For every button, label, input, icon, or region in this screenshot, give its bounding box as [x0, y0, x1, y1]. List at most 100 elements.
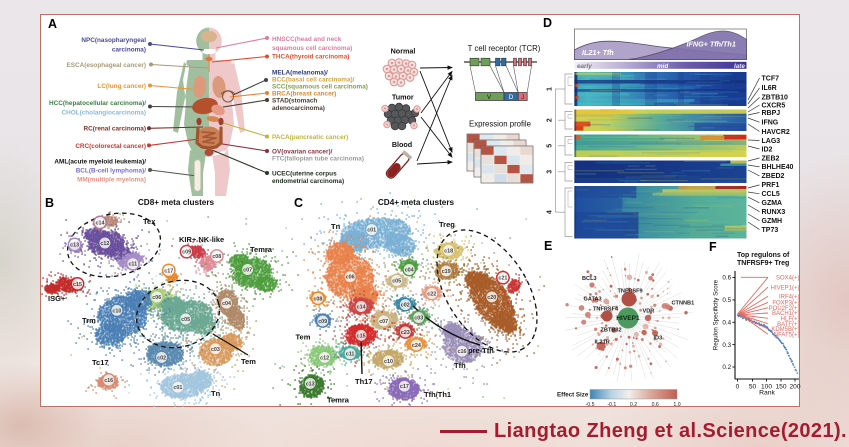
- svg-text:early: early: [577, 63, 592, 70]
- svg-text:KDM5B(+): KDM5B(+): [771, 327, 799, 333]
- svg-text:mid: mid: [657, 63, 668, 70]
- svg-text:squamous cell carcinoma): squamous cell carcinoma): [272, 45, 352, 52]
- svg-text:NFAT5(+): NFAT5(+): [774, 333, 800, 339]
- svg-text:endometrial carcinoma): endometrial carcinoma): [272, 178, 344, 185]
- svg-text:-0.1: -0.1: [607, 402, 616, 408]
- svg-text:Normal: Normal: [391, 47, 416, 56]
- svg-text:c15: c15: [357, 333, 366, 339]
- svg-text:B: B: [45, 196, 54, 210]
- svg-text:ISG+: ISG+: [48, 294, 66, 303]
- svg-text:RUNX3: RUNX3: [762, 209, 786, 216]
- svg-text:Tem: Tem: [296, 333, 311, 342]
- svg-text:A: A: [48, 17, 57, 31]
- svg-text:RC(renal carcinoma): RC(renal carcinoma): [83, 126, 146, 133]
- svg-text:c07: c07: [379, 319, 388, 325]
- svg-text:c16: c16: [458, 349, 467, 355]
- svg-text:c09: c09: [318, 319, 327, 325]
- svg-text:c13: c13: [70, 243, 79, 249]
- svg-text:0.2: 0.2: [722, 364, 731, 371]
- svg-text:c22: c22: [427, 292, 436, 298]
- svg-text:Effect Size: Effect Size: [557, 392, 589, 399]
- svg-text:Tex: Tex: [143, 217, 156, 226]
- svg-text:Trm: Trm: [82, 316, 96, 325]
- svg-text:ESCA(esophageal cancer): ESCA(esophageal cancer): [66, 62, 146, 69]
- svg-text:IL6R: IL6R: [762, 85, 777, 92]
- svg-text:c02: c02: [157, 355, 166, 361]
- svg-text:c01: c01: [367, 228, 376, 234]
- svg-text:HIVEP1(+): HIVEP1(+): [771, 285, 800, 291]
- svg-text:J: J: [521, 94, 524, 101]
- svg-text:BACH1(+): BACH1(+): [772, 311, 800, 317]
- svg-text:0.3: 0.3: [722, 342, 731, 349]
- svg-text:Temra: Temra: [250, 245, 273, 254]
- svg-text:IL21R: IL21R: [595, 340, 610, 346]
- svg-text:0.4: 0.4: [722, 320, 731, 327]
- svg-text:c23: c23: [401, 330, 410, 336]
- svg-text:SOX4(+): SOX4(+): [776, 276, 800, 282]
- svg-text:HAVCR2: HAVCR2: [762, 129, 790, 136]
- svg-text:NPC(nasopharyngeal: NPC(nasopharyngeal: [81, 37, 146, 44]
- svg-text:c04: c04: [222, 301, 231, 307]
- svg-text:TP73: TP73: [762, 227, 779, 234]
- svg-text:GATA3: GATA3: [584, 297, 602, 303]
- svg-text:CRC(colorectal cancer): CRC(colorectal cancer): [75, 143, 146, 150]
- svg-text:CD8+ meta clusters: CD8+ meta clusters: [138, 198, 215, 207]
- svg-text:MM(multiple myeloma): MM(multiple myeloma): [77, 177, 146, 184]
- svg-text:c13: c13: [306, 381, 315, 387]
- svg-text:150: 150: [775, 384, 786, 391]
- svg-text:Tn: Tn: [331, 222, 341, 231]
- svg-text:c14: c14: [96, 220, 105, 226]
- svg-text:c16: c16: [104, 378, 113, 384]
- svg-text:HLF(+): HLF(+): [781, 317, 800, 323]
- svg-text:c15: c15: [73, 282, 82, 288]
- svg-text:Regulon Specificity Score: Regulon Specificity Score: [713, 279, 720, 350]
- svg-text:D: D: [543, 16, 552, 30]
- svg-text:C: C: [294, 196, 303, 210]
- svg-text:adenocarcinoma): adenocarcinoma): [272, 105, 325, 112]
- svg-text:ZBTB32: ZBTB32: [601, 328, 622, 334]
- svg-text:TNFRSF9: TNFRSF9: [618, 289, 643, 295]
- svg-text:LAG3: LAG3: [762, 138, 781, 145]
- svg-text:Tfh/Th1: Tfh/Th1: [424, 390, 451, 399]
- svg-text:c11: c11: [346, 352, 355, 358]
- svg-text:ZEB2: ZEB2: [762, 155, 780, 162]
- svg-text:IRF4(+): IRF4(+): [779, 295, 800, 301]
- svg-text:c12: c12: [320, 355, 329, 361]
- svg-text:V: V: [487, 94, 492, 101]
- svg-text:UCEC(uterine corpus: UCEC(uterine corpus: [272, 171, 337, 178]
- svg-text:ID2: ID2: [762, 146, 773, 153]
- svg-text:c17: c17: [400, 384, 409, 390]
- svg-text:4: 4: [547, 210, 554, 214]
- svg-text:c11: c11: [128, 262, 137, 268]
- svg-text:THCA(thyroid carcinoma): THCA(thyroid carcinoma): [272, 54, 349, 61]
- svg-text:2: 2: [547, 118, 554, 122]
- svg-text:SCC(squamous cell carcinoma): SCC(squamous cell carcinoma): [272, 84, 368, 91]
- svg-text:c08: c08: [212, 254, 221, 260]
- svg-text:0.6: 0.6: [722, 275, 731, 282]
- svg-text:CCL5: CCL5: [762, 191, 780, 198]
- svg-text:AML(acute myeloid leukemia)/: AML(acute myeloid leukemia)/: [54, 159, 146, 166]
- svg-text:c21: c21: [498, 276, 507, 282]
- svg-text:CD4+ meta clusters: CD4+ meta clusters: [378, 198, 455, 207]
- svg-text:MELA(melanoma)/: MELA(melanoma)/: [272, 70, 328, 77]
- svg-text:0.2: 0.2: [630, 402, 637, 408]
- svg-text:3: 3: [547, 170, 554, 174]
- svg-text:GZMH: GZMH: [762, 218, 783, 225]
- svg-text:c10: c10: [384, 359, 393, 365]
- svg-text:PACA(pancreatic cancer): PACA(pancreatic cancer): [272, 134, 348, 141]
- svg-text:CTNNB1: CTNNB1: [672, 301, 695, 307]
- svg-text:c05: c05: [181, 317, 190, 323]
- svg-text:T cell receptor (TCR): T cell receptor (TCR): [468, 44, 541, 53]
- svg-text:Temra: Temra: [327, 396, 350, 405]
- svg-text:VDR: VDR: [643, 309, 655, 315]
- svg-text:RBPJ: RBPJ: [762, 110, 781, 117]
- svg-text:HIVEP1: HIVEP1: [616, 315, 640, 322]
- svg-text:5: 5: [547, 144, 554, 148]
- svg-text:TNFRSF9+ Treg: TNFRSF9+ Treg: [737, 260, 789, 267]
- svg-text:Rank: Rank: [759, 390, 775, 397]
- svg-text:0: 0: [736, 384, 740, 391]
- svg-text:IFNG+ Tfh/Th1: IFNG+ Tfh/Th1: [687, 40, 736, 49]
- svg-text:HCC(hepatocellular carcinoma)/: HCC(hepatocellular carcinoma)/: [49, 100, 146, 107]
- svg-text:GZMA: GZMA: [762, 200, 783, 207]
- svg-text:E: E: [544, 239, 552, 253]
